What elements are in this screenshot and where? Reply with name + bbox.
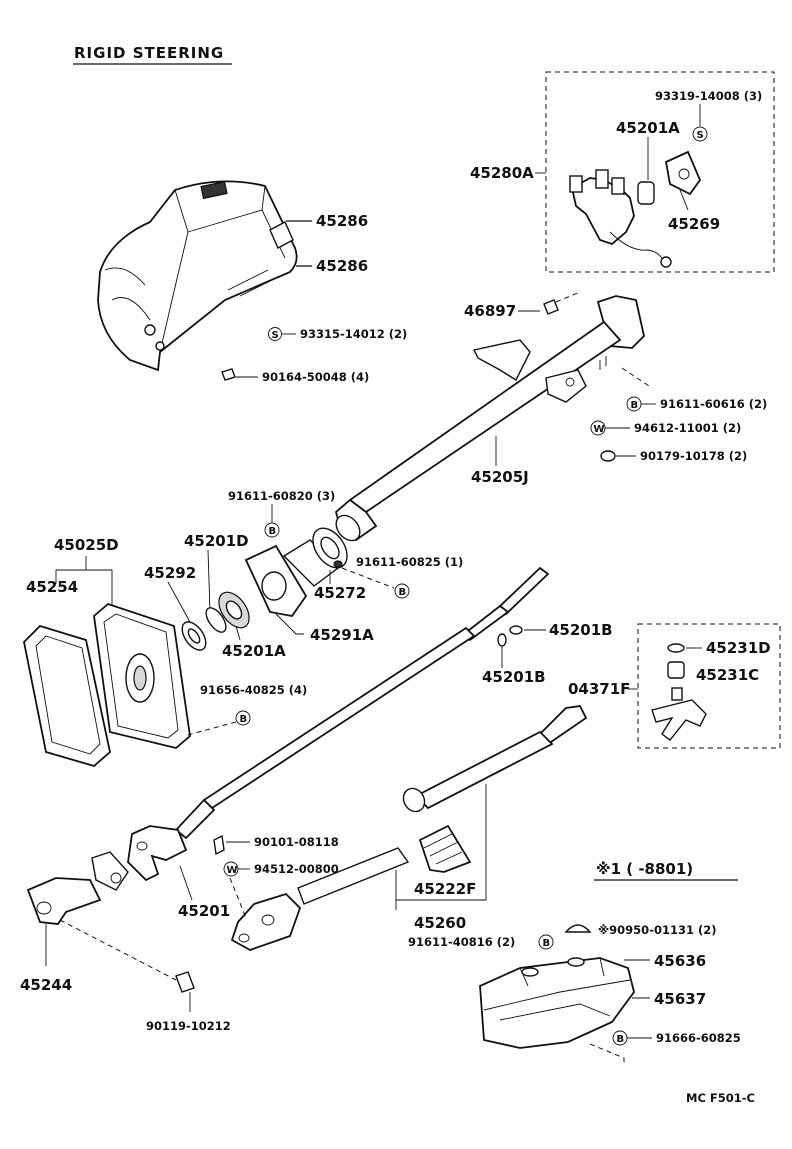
callout-s-93319-text: S: [697, 130, 704, 141]
label-45201: 45201: [178, 902, 230, 920]
bolt-46897: [543, 299, 559, 315]
dashed-46897: [555, 291, 581, 303]
label-91611-60616: 91611-60616 (2): [660, 397, 767, 411]
bolt-90101: [213, 834, 225, 856]
ring-45201B-b: [497, 633, 507, 647]
yoke-drawing: [26, 851, 129, 925]
label-45292: 45292: [144, 564, 196, 582]
dashed-91611-60616: [621, 367, 653, 389]
label-45260: 45260: [414, 914, 466, 932]
leader-45201A-mid: [235, 625, 241, 641]
label-94512: 94512-00800: [254, 862, 339, 876]
callout-b-40816: [538, 934, 554, 950]
label-91611-60820: 91611-60820 (3): [228, 489, 335, 503]
label-45201A-top: 45201A: [616, 119, 680, 137]
callout-b-60825-text: B: [399, 587, 407, 598]
callout-b-60820: [264, 522, 280, 538]
dashed-90119: [59, 919, 177, 981]
callout-b-91666-text: B: [617, 1034, 625, 1045]
callout-w-94612-text: W: [594, 424, 605, 435]
inset-title: ※1 ( -8801): [596, 860, 693, 878]
lock-bracket-inset-frame: [545, 71, 775, 273]
grease-fitting-inset-frame: [637, 623, 781, 749]
bracket-45260: [395, 784, 487, 901]
callout-s-93315-text: S: [272, 330, 279, 341]
label-93319: 93319-14008 (3): [655, 89, 762, 103]
leader-45201: [179, 865, 193, 901]
label-45201D: 45201D: [184, 532, 249, 550]
label-91611-40816: 91611-40816 (2): [408, 935, 515, 949]
leader-45291A: [275, 613, 304, 635]
alt-cover-drawing: [479, 957, 635, 1049]
footer-code: MC F501-C: [686, 1091, 755, 1105]
leader-45269: [679, 189, 689, 211]
label-45244: 45244: [20, 976, 72, 994]
dashed-60825: [341, 567, 395, 589]
label-91611-60825: 91611-60825 (1): [356, 555, 463, 569]
column-cover-drawing: [97, 180, 298, 372]
cap-90950: [564, 924, 592, 933]
label-04371F: 04371F: [568, 680, 630, 698]
callout-b-40816-text: B: [543, 938, 551, 949]
label-90119: 90119-10212: [146, 1019, 231, 1033]
intermediate-shaft-drawing: [230, 705, 588, 951]
column-tube-drawing: [334, 295, 645, 542]
callout-s-93315: [268, 327, 282, 341]
label-45291A: 45291A: [310, 626, 374, 644]
dashed-91656: [183, 721, 237, 737]
label-94612: 94612-11001 (2): [634, 421, 741, 435]
cap-45231D: [667, 643, 685, 653]
label-90179: 90179-10178 (2): [640, 449, 747, 463]
label-45286-upper: 45286: [316, 212, 368, 230]
label-45201B-b: 45201B: [482, 668, 546, 686]
label-46897: 46897: [464, 302, 516, 320]
leader-45201D: [207, 549, 211, 613]
label-90950: ※90950-01131 (2): [598, 923, 717, 937]
diagram-title: RIGID STEERING: [74, 44, 224, 62]
label-45222F: 45222F: [414, 880, 476, 898]
lock-bracket-drawing: [569, 150, 702, 268]
label-45205J: 45205J: [471, 468, 529, 486]
label-45286-lower: 45286: [316, 257, 368, 275]
label-45272: 45272: [314, 584, 366, 602]
dashed-94512: [229, 877, 247, 919]
callout-b-60825: [394, 583, 410, 599]
label-45254: 45254: [26, 578, 78, 596]
label-45280A: 45280A: [470, 164, 534, 182]
label-45201B-a: 45201B: [549, 621, 613, 639]
label-45231C: 45231C: [696, 666, 759, 684]
main-shaft-drawing: [127, 566, 550, 882]
label-45201A-mid: 45201A: [222, 642, 286, 660]
bearing-parts-drawing: [181, 527, 348, 651]
callout-b-60820-text: B: [269, 526, 277, 537]
bolt-90119: [175, 971, 195, 993]
nut-90179: [600, 450, 616, 462]
label-91656: 91656-40825 (4): [200, 683, 307, 697]
grease-fitting-drawing: [651, 687, 707, 741]
callout-s-93319: [692, 126, 708, 142]
callout-b-91656-text: B: [240, 714, 248, 725]
screw-90164: [221, 368, 236, 381]
label-91666: 91666-60825: [656, 1031, 741, 1045]
callout-b-91656: [235, 710, 251, 726]
callout-w-94512-text: W: [227, 865, 238, 876]
bracket-45025D: [55, 556, 113, 606]
label-93315: 93315-14012 (2): [300, 327, 407, 341]
ring-45201B-a: [509, 625, 523, 635]
callout-b-60616-text: B: [631, 400, 639, 411]
label-45231D: 45231D: [706, 639, 771, 657]
cover-plate-drawing: [23, 602, 191, 768]
label-45025D: 45025D: [54, 536, 119, 554]
label-90164: 90164-50048 (4): [262, 370, 369, 384]
leader-45292: [167, 581, 191, 623]
label-45636: 45636: [654, 952, 706, 970]
label-90101: 90101-08118: [254, 835, 339, 849]
label-45637: 45637: [654, 990, 706, 1008]
dashed-91666: [589, 1043, 625, 1066]
cap-45231C: [667, 661, 685, 679]
label-45269: 45269: [668, 215, 720, 233]
